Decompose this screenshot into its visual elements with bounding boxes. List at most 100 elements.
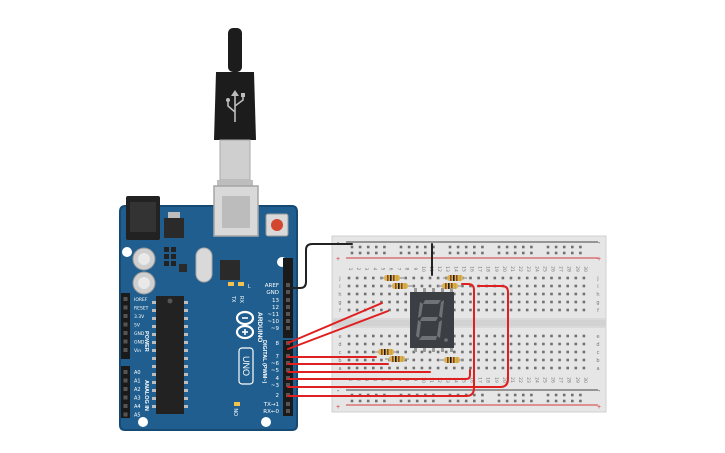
breadboard-hole[interactable] [509,342,513,346]
breadboard-hole[interactable] [509,284,513,288]
breadboard-hole[interactable] [542,334,545,338]
breadboard-hole[interactable] [582,334,586,338]
breadboard-hole[interactable] [372,334,375,338]
breadboard-hole[interactable] [517,284,521,288]
breadboard-hole[interactable] [432,251,435,255]
breadboard-hole[interactable] [566,342,569,346]
breadboard-hole[interactable] [525,284,529,288]
breadboard-hole[interactable] [566,358,569,362]
breadboard-hole[interactable] [453,300,456,304]
breadboard-hole[interactable] [493,276,497,280]
breadboard-hole[interactable] [542,308,545,312]
breadboard-hole[interactable] [347,308,351,312]
breadboard-hole[interactable] [485,292,488,296]
breadboard-hole[interactable] [501,300,505,304]
breadboard-hole[interactable] [358,399,362,403]
header-socket[interactable] [286,298,290,302]
breadboard-hole[interactable] [509,350,513,354]
breadboard-hole[interactable] [388,334,391,338]
header-socket[interactable] [286,383,290,387]
breadboard-hole[interactable] [582,342,586,346]
breadboard-hole[interactable] [517,300,521,304]
breadboard-hole[interactable] [453,366,456,370]
breadboard-hole[interactable] [513,245,517,249]
breadboard-hole[interactable] [469,334,472,338]
breadboard-hole[interactable] [372,366,375,370]
breadboard-hole[interactable] [481,399,484,403]
breadboard-hole[interactable] [493,300,497,304]
breadboard-hole[interactable] [493,342,497,346]
breadboard-hole[interactable] [380,334,383,338]
breadboard-hole[interactable] [415,251,419,255]
breadboard-hole[interactable] [412,350,416,354]
breadboard-hole[interactable] [477,334,480,338]
header-socket[interactable] [123,331,128,335]
breadboard-hole[interactable] [481,251,484,255]
breadboard-hole[interactable] [566,308,569,312]
breadboard-hole[interactable] [347,358,351,362]
breadboard-hole[interactable] [453,334,456,338]
breadboard-hole[interactable] [525,334,529,338]
breadboard-hole[interactable] [477,276,480,280]
breadboard-hole[interactable] [448,399,452,403]
breadboard-hole[interactable] [530,245,533,249]
breadboard-hole[interactable] [497,251,501,255]
breadboard-hole[interactable] [501,292,505,296]
breadboard-hole[interactable] [550,366,553,370]
breadboard-hole[interactable] [517,276,521,280]
header-socket[interactable] [123,404,128,408]
breadboard-hole[interactable] [485,350,488,354]
breadboard-hole[interactable] [574,342,578,346]
breadboard-hole[interactable] [582,350,586,354]
breadboard-hole[interactable] [420,276,424,280]
breadboard-hole[interactable] [461,366,464,370]
breadboard-hole[interactable] [542,284,545,288]
breadboard-hole[interactable] [350,251,354,255]
breadboard-hole[interactable] [424,399,427,403]
breadboard-hole[interactable] [366,245,370,249]
breadboard-hole[interactable] [404,342,407,346]
breadboard-hole[interactable] [485,366,488,370]
resistor[interactable] [440,357,464,363]
breadboard-hole[interactable] [380,366,383,370]
breadboard-hole[interactable] [404,366,407,370]
breadboard-hole[interactable] [493,358,497,362]
breadboard-hole[interactable] [497,399,501,403]
breadboard-hole[interactable] [558,308,561,312]
breadboard-hole[interactable] [358,245,362,249]
breadboard-hole[interactable] [550,308,553,312]
resistor[interactable] [380,275,404,281]
breadboard-hole[interactable] [550,300,553,304]
breadboard-hole[interactable] [347,300,351,304]
breadboard-hole[interactable] [501,366,505,370]
breadboard-hole[interactable] [404,334,407,338]
breadboard-hole[interactable] [525,300,529,304]
breadboard-hole[interactable] [396,334,399,338]
breadboard-hole[interactable] [501,334,505,338]
breadboard-hole[interactable] [347,366,351,370]
breadboard-hole[interactable] [558,334,561,338]
header-socket[interactable] [286,368,290,372]
breadboard-hole[interactable] [477,366,480,370]
breadboard-hole[interactable] [497,393,501,397]
breadboard-hole[interactable] [469,292,472,296]
breadboard-hole[interactable] [501,350,505,354]
breadboard-hole[interactable] [550,350,553,354]
breadboard-hole[interactable] [407,245,411,249]
breadboard-hole[interactable] [477,358,480,362]
breadboard-hole[interactable] [562,393,566,397]
breadboard-hole[interactable] [380,308,383,312]
breadboard-hole[interactable] [501,276,505,280]
breadboard-hole[interactable] [436,350,440,354]
header-socket[interactable] [286,305,290,309]
breadboard-hole[interactable] [375,251,378,255]
wire-pin4[interactable] [287,369,471,380]
breadboard-hole[interactable] [501,342,505,346]
breadboard-hole[interactable] [469,366,472,370]
breadboard-hole[interactable] [517,366,521,370]
resistor[interactable] [385,356,409,362]
breadboard-hole[interactable] [432,399,435,403]
breadboard-hole[interactable] [562,245,566,249]
breadboard-hole[interactable] [493,292,497,296]
breadboard-hole[interactable] [453,350,456,354]
